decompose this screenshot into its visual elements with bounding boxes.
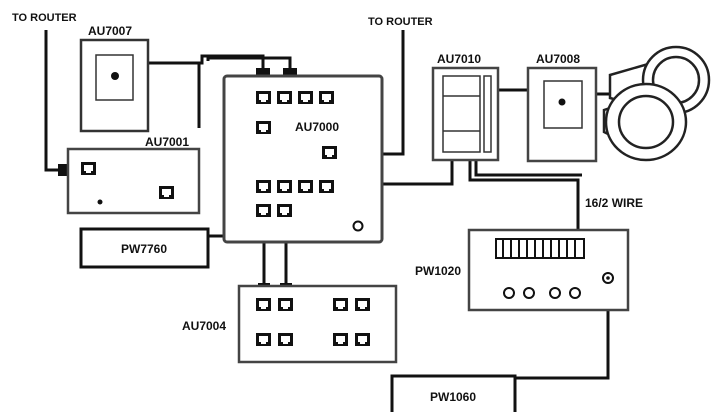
label-au7010: AU7010 [437,52,481,66]
au7004-device [237,284,398,364]
label-pw1060: PW1060 [430,390,476,404]
wire-au7010-pw1020-b [474,160,582,177]
wire-au7000-au7010 [356,160,454,186]
label-au7008: AU7008 [536,52,580,66]
label-pw7760: PW7760 [121,242,167,256]
label-wire: 16/2 WIRE [585,196,643,210]
label-pw1020: PW1020 [415,264,461,278]
label-au7000: AU7000 [295,120,339,134]
wire-au7007-au7000-a [123,54,265,74]
pw7760-device [79,227,210,269]
pw1060-device [390,374,517,412]
label-router-left: TO ROUTER [12,12,77,24]
au7010-device [431,66,500,162]
au7007-device [79,38,150,133]
label-router-right: TO ROUTER [368,16,433,28]
label-au7004: AU7004 [182,319,226,333]
wire-au7010-pw1020 [468,160,580,244]
au7008-device [526,66,598,163]
label-au7007: AU7007 [88,24,132,38]
au7000-device [222,74,384,244]
speakers-icon [602,45,711,162]
pw1020-device [467,228,630,312]
wire-au7007-au7000-b [206,56,292,74]
wire-router-au7001 [44,30,70,172]
au7001-device [66,147,201,215]
label-au7001: AU7001 [145,135,189,149]
wire-pw1020-pw1060 [515,280,610,380]
